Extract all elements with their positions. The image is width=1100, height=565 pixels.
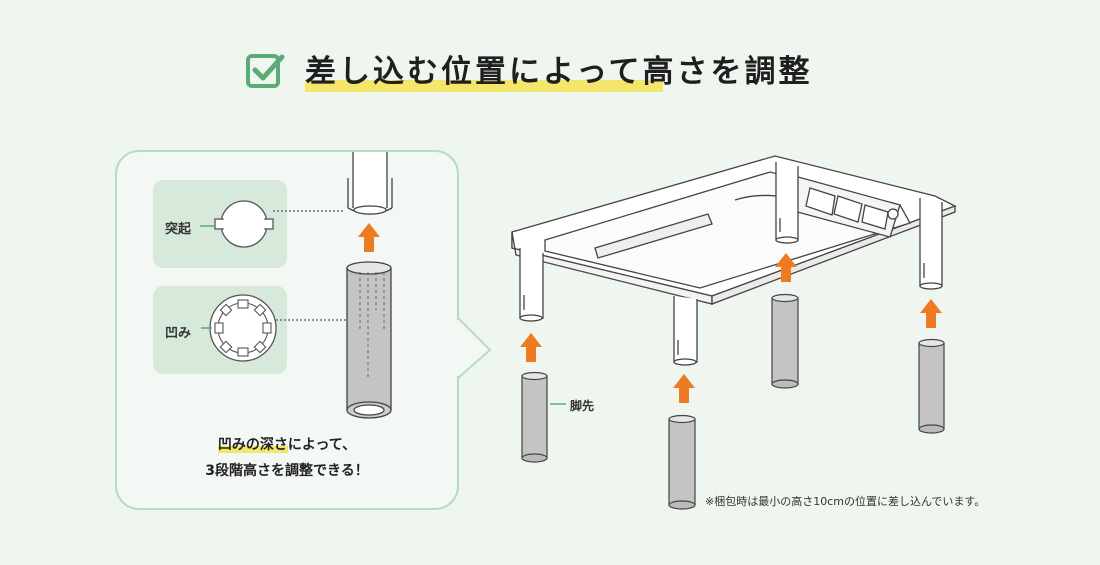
arrow-up-icon [520, 333, 542, 362]
checkbox-check-icon [246, 54, 285, 88]
panel-tube [346, 261, 392, 419]
foot-tubes [521, 293, 945, 510]
arrow-up-icon [673, 374, 695, 403]
title-highlight [305, 80, 663, 92]
panel-caption: 凹みの深さによって、 3段階高さを調整できる！ [117, 432, 457, 484]
caption-highlight: 凹みの深さ [217, 437, 288, 453]
recess-gear-icon [201, 294, 346, 362]
table-legs [519, 162, 943, 366]
protrusion-label: 突起 [165, 222, 192, 237]
recess-label: 凹み [165, 326, 192, 341]
caption-line2: 3段階高さを調整できる！ [205, 463, 369, 479]
foot-label: 脚先 [570, 399, 595, 413]
caption-line1-rest: によって、 [287, 437, 357, 453]
panel-arrow-icon [358, 223, 380, 252]
packing-note: ※梱包時は最小の高さ10cmの位置に差し込んでいます。 [705, 495, 986, 508]
panel-leg-top [347, 152, 393, 215]
stand-table [511, 155, 957, 305]
arrow-up-icon [920, 299, 942, 328]
protrusion-circle-icon [200, 200, 344, 248]
page-title: 差し込む位置によって高さを調整 [305, 54, 813, 90]
title-wrap: 差し込む位置によって高さを調整 [305, 46, 813, 92]
panel-tail [455, 315, 492, 381]
header: 差し込む位置によって高さを調整 [0, 40, 1100, 100]
